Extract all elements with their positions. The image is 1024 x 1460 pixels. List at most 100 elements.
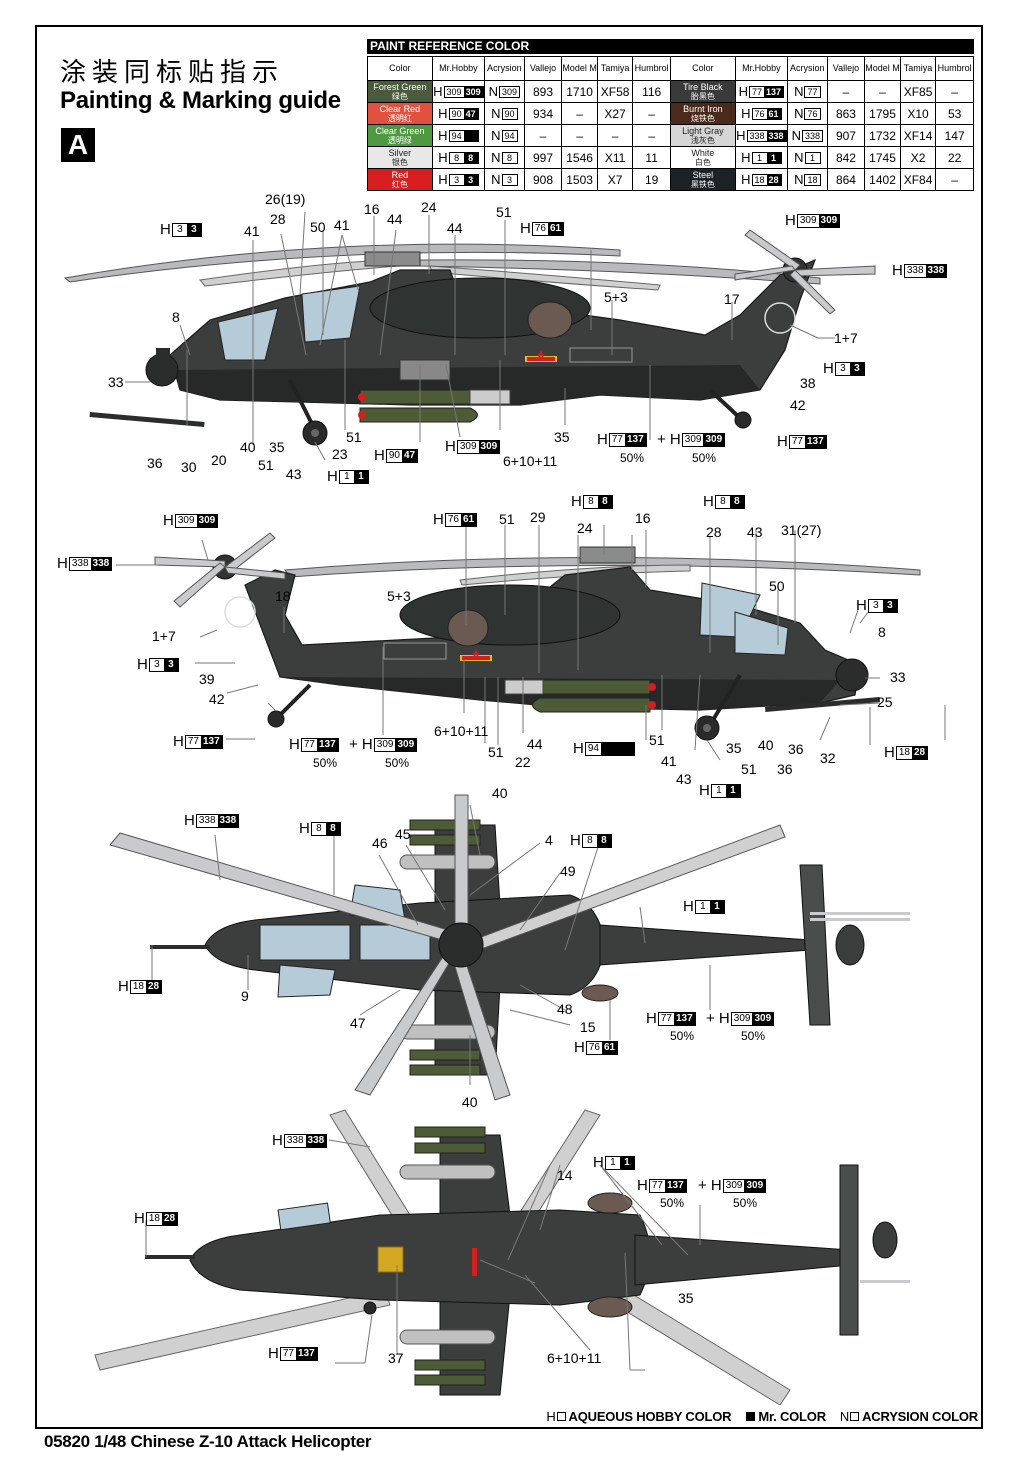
legend-mr-color: Mr. COLOR <box>745 1409 826 1424</box>
humbrol-code: – <box>935 168 974 191</box>
label-8: 8 <box>878 624 886 640</box>
model-master-code: 1732 <box>864 124 901 147</box>
label-30: 30 <box>181 459 197 475</box>
label-17: 17 <box>724 291 740 307</box>
column-header: Color <box>669 56 736 81</box>
mix-percent-b: 50% <box>692 451 717 465</box>
label-14: 14 <box>557 1167 573 1183</box>
label-33: 33 <box>108 374 124 390</box>
tamiya-code: X2 <box>899 146 937 169</box>
model-master-code: 1795 <box>864 102 901 125</box>
label-23: 23 <box>332 446 348 462</box>
tamiya-code: XF85 <box>899 80 937 103</box>
humbrol-code: 11 <box>632 146 671 169</box>
helicopter-right-illustration <box>116 525 946 761</box>
humbrol-code: 116 <box>632 80 671 103</box>
vallejo-code: 934 <box>523 102 563 125</box>
label-15: 15 <box>580 1019 596 1035</box>
humbrol-code: – <box>632 124 671 147</box>
label-39: 39 <box>199 671 215 687</box>
box-icon <box>850 1412 860 1421</box>
scheme-badge: A <box>61 128 95 162</box>
label-9: 9 <box>241 988 249 1004</box>
label-43: 43 <box>747 524 763 540</box>
vallejo-code: 863 <box>826 102 866 125</box>
vallejo-code: 907 <box>826 124 866 147</box>
label-26-19: 26(19) <box>265 191 306 207</box>
model-master-code: 1745 <box>864 146 901 169</box>
model-master-code: 1402 <box>864 168 901 191</box>
label-28: 28 <box>270 211 286 227</box>
label-35: 35 <box>726 740 742 756</box>
mix-percent-a: 50% <box>620 451 645 465</box>
view-left-profile: 26(19) 28 41 50 41 16 44 24 44 51 8 33 1… <box>40 190 980 490</box>
label-46: 46 <box>372 835 388 851</box>
vallejo-code: – <box>826 80 866 103</box>
label-6-10-11: 6+10+11 <box>503 453 558 469</box>
column-header: Mr.Hobby <box>431 56 486 81</box>
column-header: Humbrol <box>935 56 974 81</box>
column-header: Humbrol <box>632 56 671 81</box>
model-master-code: 1503 <box>561 168 598 191</box>
title-chinese: 涂装同标贴指示 <box>60 58 285 88</box>
label-36b: 36 <box>777 761 793 777</box>
label-50: 50 <box>769 578 785 594</box>
label-51c: 51 <box>346 429 362 445</box>
label-6-10-11: 6+10+11 <box>547 1350 602 1366</box>
label-44b: 44 <box>447 220 463 236</box>
label-40b: 40 <box>462 1094 478 1110</box>
label-20: 20 <box>211 452 227 468</box>
mix-percent-b: 50% <box>385 756 410 770</box>
label-16: 16 <box>635 510 651 526</box>
label-51d: 51 <box>741 761 757 777</box>
label-41: 41 <box>661 753 677 769</box>
label-29: 29 <box>530 509 546 525</box>
tamiya-code: XF14 <box>899 124 937 147</box>
label-24: 24 <box>421 199 437 215</box>
kit-title-footer: 05820 1/48 Chinese Z-10 Attack Helicopte… <box>44 1432 372 1451</box>
label-45: 45 <box>395 826 411 842</box>
model-master-code: 1546 <box>561 146 598 169</box>
label-6-10-11: 6+10+11 <box>434 723 489 739</box>
label-43b: 43 <box>676 771 692 787</box>
vallejo-code: 997 <box>523 146 563 169</box>
label-35: 35 <box>678 1290 694 1306</box>
helicopter-left-illustration <box>63 211 876 461</box>
label-51: 51 <box>496 204 512 220</box>
label-8: 8 <box>172 309 180 325</box>
model-master-code: – <box>864 80 901 103</box>
mix-percent-b: 50% <box>741 1029 766 1043</box>
